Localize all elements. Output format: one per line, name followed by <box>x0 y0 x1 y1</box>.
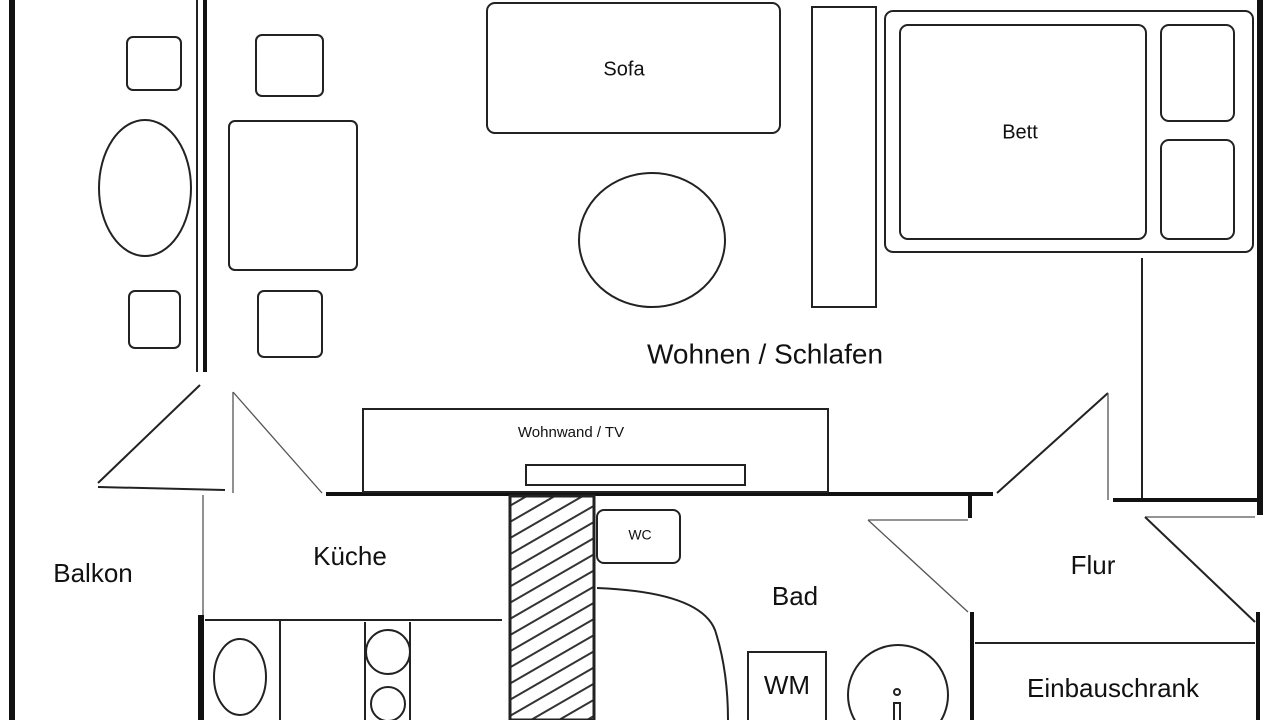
wall-unit <box>362 408 829 493</box>
room-divider <box>811 6 877 308</box>
door-swing-bedroom <box>996 392 1109 494</box>
wall-unit-label: Wohnwand / TV <box>518 424 624 441</box>
room-label-balcony: Balkon <box>53 558 133 588</box>
sink-drain <box>893 688 901 696</box>
washing-machine <box>747 651 827 720</box>
shower <box>596 587 729 720</box>
door-swing-kitchen <box>232 391 323 494</box>
coffee-table <box>578 172 726 308</box>
door-leaf-balcony <box>97 486 226 491</box>
wc-label: WC <box>628 527 651 543</box>
stove-burner <box>370 686 406 720</box>
toilet <box>596 509 681 564</box>
closet-label: Einbauschrank <box>1027 673 1200 703</box>
tv <box>525 464 746 486</box>
stove-burner <box>365 629 411 675</box>
bath-sink <box>847 644 949 720</box>
sofa-label: Sofa <box>603 58 645 80</box>
room-label-kitchen: Küche <box>313 541 387 571</box>
bed-frame <box>884 10 1254 253</box>
bed <box>899 24 1147 240</box>
bed-label: Bett <box>1002 121 1038 143</box>
sink-faucet <box>893 702 901 720</box>
door-swing-bath <box>867 519 969 613</box>
washer-label: WM <box>764 670 810 700</box>
room-label-bath: Bad <box>772 581 818 611</box>
dining-chair <box>257 290 323 358</box>
nightstand <box>1160 139 1235 240</box>
dining-table <box>228 120 358 271</box>
kitchen-sink <box>213 638 267 716</box>
balcony-chair <box>128 290 181 349</box>
balcony-table <box>98 119 192 257</box>
door-swing-balcony <box>97 384 201 484</box>
door-swing-entry <box>1144 516 1256 623</box>
room-label-living: Wohnen / Schlafen <box>647 338 883 369</box>
utility-shaft <box>508 494 596 720</box>
balcony-chair <box>126 36 182 91</box>
sofa <box>486 2 781 134</box>
nightstand <box>1160 24 1235 122</box>
dining-chair <box>255 34 324 97</box>
room-label-hall: Flur <box>1071 550 1116 580</box>
